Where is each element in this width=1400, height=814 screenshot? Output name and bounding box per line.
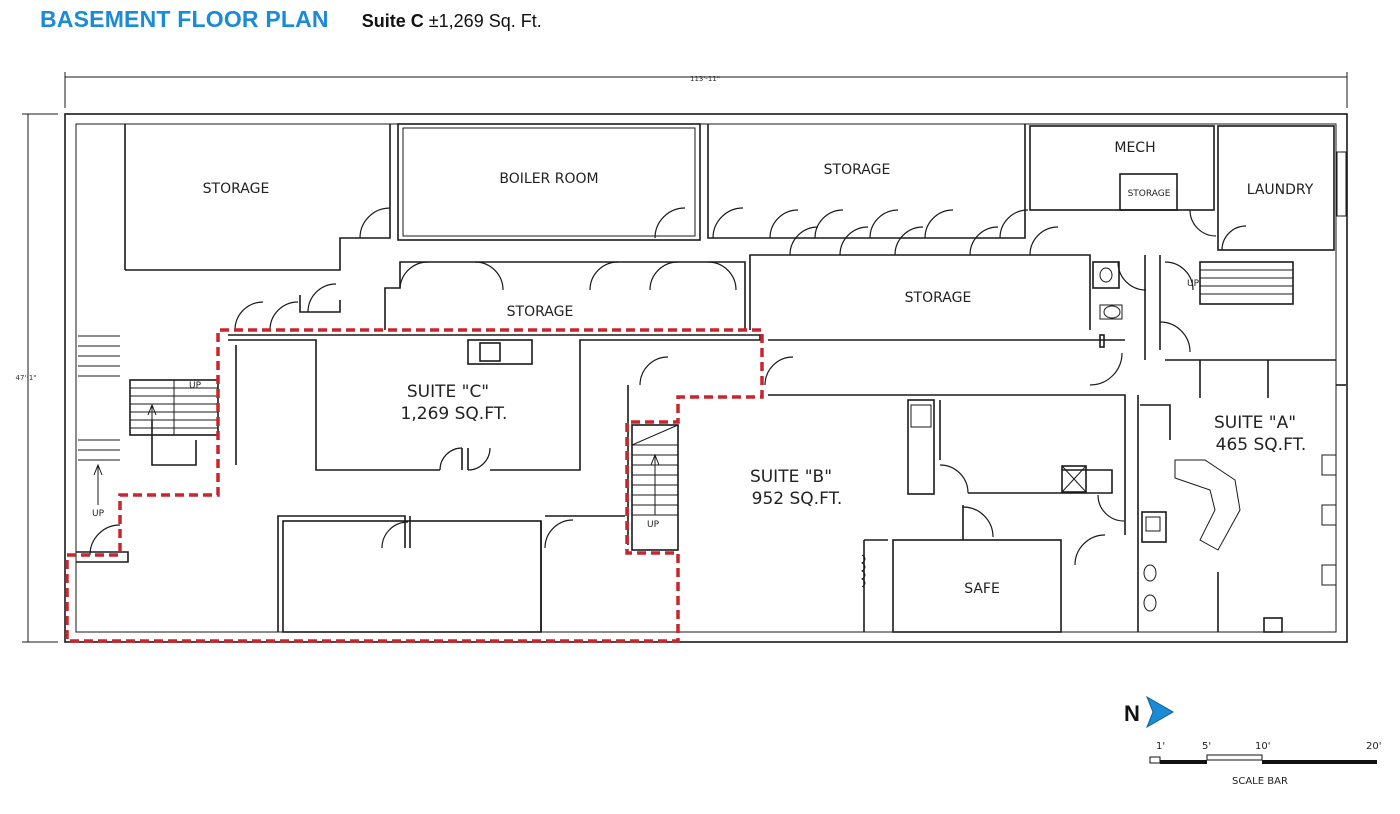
suite-c-area: 1,269 SQ.FT. bbox=[401, 404, 508, 424]
suite-b-area: 952 SQ.FT. bbox=[752, 489, 843, 509]
suite-c-walls bbox=[76, 334, 761, 633]
room-label-laundry: LAUNDRY bbox=[1247, 182, 1314, 198]
suite-subtitle: Suite C ±1,269 Sq. Ft. bbox=[362, 11, 542, 32]
dimension-lines: 113'-11" 47'-1" bbox=[15, 72, 1348, 643]
room-label-storage-n-mid: STORAGE bbox=[824, 162, 891, 178]
room-label-storage-corridor-w: STORAGE bbox=[507, 304, 574, 320]
suite-area: ±1,269 Sq. Ft. bbox=[428, 11, 542, 31]
scale-bar: 1' 5' 10' 20' SCALE BAR bbox=[1149, 741, 1381, 787]
scale-tick-label: 5' bbox=[1202, 741, 1211, 752]
suite-b-name: SUITE "B" bbox=[750, 467, 832, 487]
room-label-storage-nw: STORAGE bbox=[203, 181, 270, 197]
header: BASEMENT FLOOR PLAN Suite C ±1,269 Sq. F… bbox=[40, 6, 542, 38]
page-title: BASEMENT FLOOR PLAN bbox=[40, 6, 329, 32]
stair-up-label: UP bbox=[1187, 279, 1200, 289]
suite-a-area: 465 SQ.FT. bbox=[1216, 435, 1307, 455]
room-label-mech: MECH bbox=[1114, 140, 1155, 156]
stair-up-label: UP bbox=[92, 509, 105, 519]
scale-tick-label: 20' bbox=[1366, 741, 1381, 752]
north-arrow-icon bbox=[1145, 695, 1175, 729]
suite-label: Suite C bbox=[361, 11, 424, 31]
stair-labels: UP UP UP UP bbox=[92, 279, 1200, 530]
suite-c-highlight bbox=[65, 328, 764, 643]
outer-walls bbox=[64, 113, 1348, 643]
suite-c-name: SUITE "C" bbox=[407, 382, 489, 402]
restroom-fixtures bbox=[1092, 261, 1123, 348]
stair-up-label: UP bbox=[189, 381, 202, 391]
stair-treads-far-left bbox=[78, 335, 120, 461]
suite-a-name: SUITE "A" bbox=[1214, 413, 1296, 433]
suite-b-walls bbox=[768, 339, 1126, 633]
suite-a-walls bbox=[1137, 359, 1346, 633]
suite-labels: SUITE "C" 1,269 SQ.FT. SUITE "B" 952 SQ.… bbox=[401, 382, 1307, 509]
room-label-storage-small: STORAGE bbox=[1128, 189, 1171, 199]
stair-treads-left bbox=[130, 387, 218, 429]
north-rooms bbox=[124, 123, 1347, 360]
room-label-storage-corridor-e: STORAGE bbox=[905, 290, 972, 306]
stair-up-label: UP bbox=[647, 520, 660, 530]
north-label: N bbox=[1124, 701, 1140, 726]
scale-tick-label: 1' bbox=[1156, 741, 1165, 752]
dimension-height: 47'-1" bbox=[15, 374, 36, 382]
door-arcs bbox=[234, 207, 1247, 386]
dimension-width: 113'-11" bbox=[690, 75, 720, 83]
room-label-safe: SAFE bbox=[964, 581, 1000, 597]
room-label-boiler: BOILER ROOM bbox=[499, 171, 598, 187]
scale-tick-label: 10' bbox=[1255, 741, 1270, 752]
scale-bar-label: SCALE BAR bbox=[1232, 776, 1288, 787]
room-labels: STORAGE BOILER ROOM STORAGE MECH STORAGE… bbox=[203, 140, 1314, 597]
north-arrow: N bbox=[1124, 695, 1175, 729]
